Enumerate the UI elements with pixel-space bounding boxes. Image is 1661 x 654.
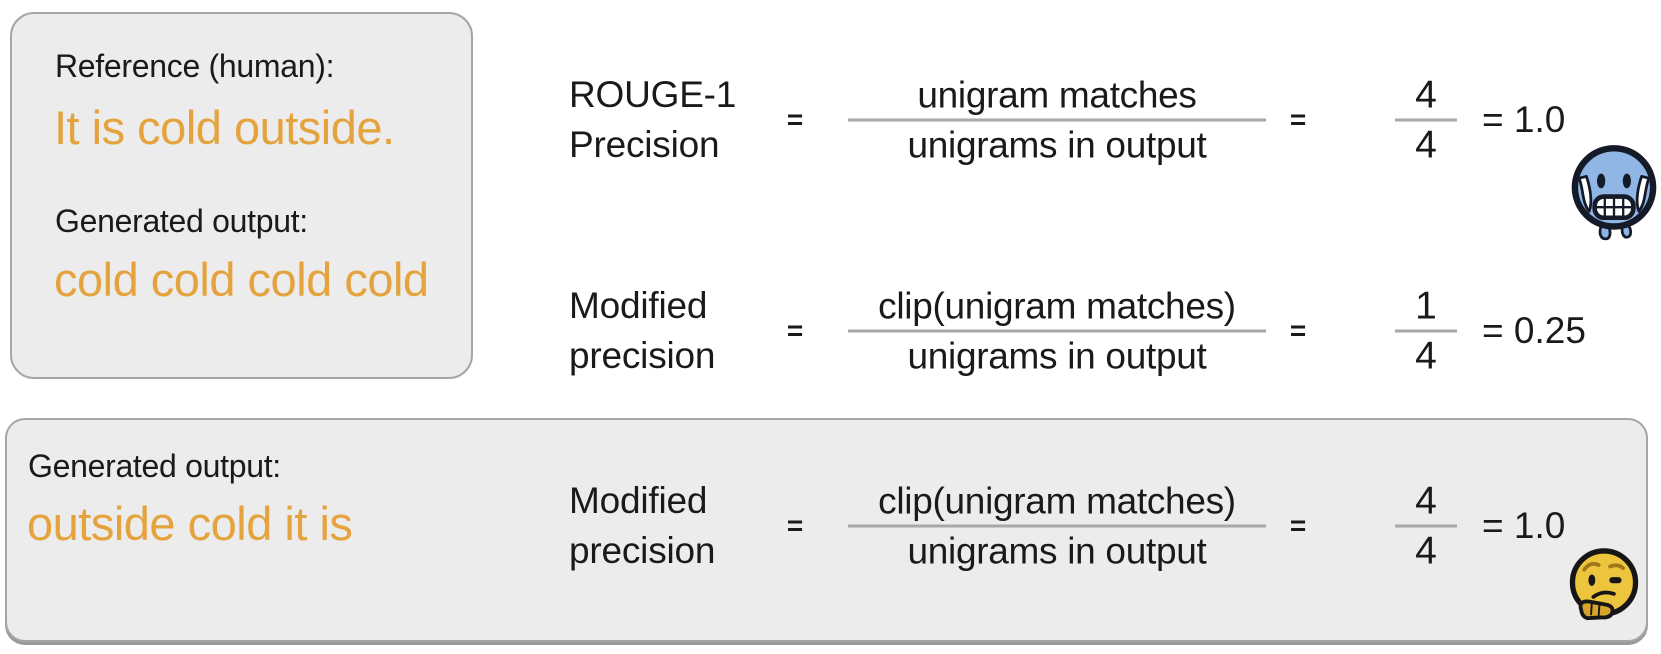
fraction-denominator: unigrams in output <box>907 335 1207 377</box>
fraction-bar <box>1395 329 1457 333</box>
formula-label-line1: Modified <box>569 480 708 521</box>
thinking-face-emoji <box>1566 546 1642 622</box>
formula-label-line2: precision <box>569 335 716 376</box>
formula-label: Modified precision <box>569 476 715 576</box>
formula-result: = 1.0 <box>1482 505 1566 546</box>
equals-sign: = <box>786 315 804 346</box>
fraction-definition: unigram matches unigrams in output <box>848 72 1266 169</box>
fraction-definition: clip(unigram matches) unigrams in output <box>848 478 1266 575</box>
fraction-value-denominator: 4 <box>1415 123 1437 167</box>
fraction-denominator: unigrams in output <box>907 530 1207 572</box>
fraction-definition: clip(unigram matches) unigrams in output <box>848 283 1266 380</box>
fraction-numerator: clip(unigram matches) <box>878 285 1236 327</box>
fraction-numerator: unigram matches <box>917 74 1197 116</box>
fraction-value-numerator: 4 <box>1415 479 1437 523</box>
fraction-numerator: clip(unigram matches) <box>878 480 1236 522</box>
formula-label-line2: precision <box>569 530 716 571</box>
generated-output-sentence: cold cold cold cold <box>54 253 429 306</box>
second-example-box <box>5 418 1648 642</box>
fraction-bar <box>848 329 1266 333</box>
fraction-denominator: unigrams in output <box>907 124 1207 166</box>
formula-label-line1: ROUGE-1 <box>569 74 737 115</box>
reference-sentence: It is cold outside. <box>54 101 395 154</box>
equals-sign: = <box>1289 315 1307 346</box>
fraction-bar <box>1395 524 1457 528</box>
generated-output-sentence-2: outside cold it is <box>27 497 353 550</box>
formula-result: = 0.25 <box>1482 310 1586 351</box>
generated-output-label: Generated output: <box>55 203 308 239</box>
fraction-value-denominator: 4 <box>1415 529 1437 573</box>
fraction-value-numerator: 4 <box>1415 73 1437 117</box>
cold-face-emoji <box>1568 143 1660 241</box>
formula-label-line2: Precision <box>569 124 720 165</box>
formula-label: ROUGE-1 Precision <box>569 70 736 170</box>
generated-output-label-2: Generated output: <box>28 448 281 484</box>
fraction-value-denominator: 4 <box>1415 334 1437 378</box>
fraction-values: 4 4 <box>1389 72 1463 169</box>
equals-sign: = <box>786 104 804 135</box>
fraction-values: 1 4 <box>1389 283 1463 380</box>
fraction-value-numerator: 1 <box>1415 284 1437 328</box>
fraction-bar <box>1395 118 1457 122</box>
reference-label: Reference (human): <box>55 48 335 84</box>
fraction-bar <box>848 118 1266 122</box>
fraction-values: 4 4 <box>1389 478 1463 575</box>
reference-example-box <box>10 12 473 379</box>
equals-sign: = <box>1289 510 1307 541</box>
equals-sign: = <box>786 510 804 541</box>
fraction-bar <box>848 524 1266 528</box>
formula-label: Modified precision <box>569 281 715 381</box>
formula-label-line1: Modified <box>569 285 708 326</box>
equals-sign: = <box>1289 104 1307 135</box>
formula-result: = 1.0 <box>1482 99 1566 140</box>
